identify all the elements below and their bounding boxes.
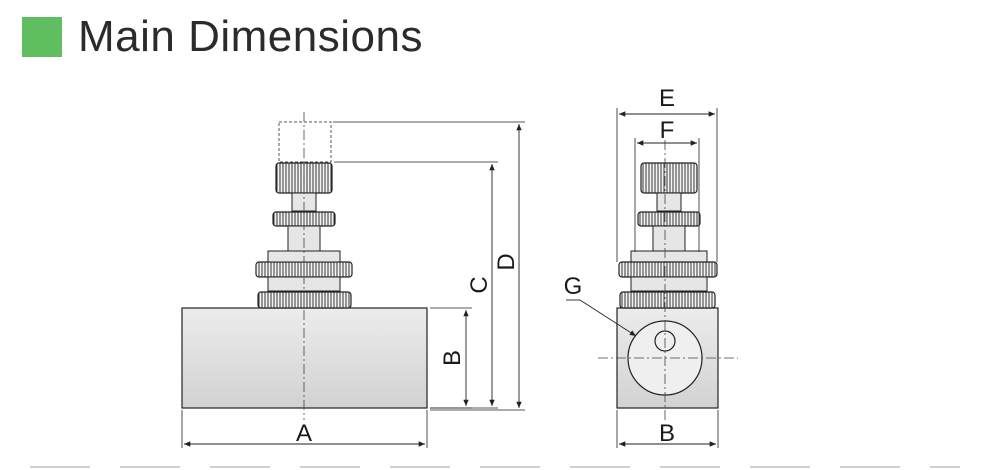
side-view [181,112,525,448]
front-view [566,108,738,448]
label-g: G [564,273,583,300]
header: Main Dimensions [22,6,423,68]
label-e: E [659,85,675,112]
valve-body-side [181,307,428,409]
page-title: Main Dimensions [78,12,423,61]
label-d: D [493,253,520,270]
label-a: A [296,420,312,447]
knob-open-position-outline [278,121,332,163]
label-b-side: B [439,350,466,366]
label-b-front: B [659,420,675,447]
label-c: C [466,276,493,293]
base-nut [257,291,352,309]
title-square-icon [22,17,62,57]
label-f: F [660,117,675,144]
